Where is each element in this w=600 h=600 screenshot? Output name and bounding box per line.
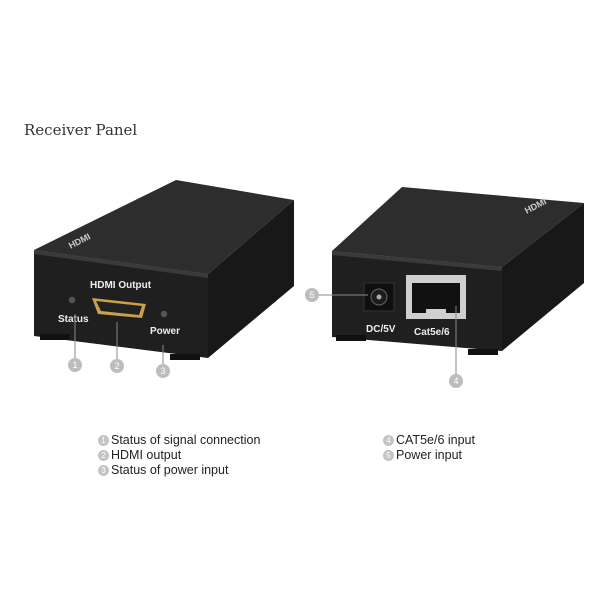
legend-text: CAT5e/6 input [396, 433, 475, 447]
legend-item: 2 HDMI output [98, 448, 260, 463]
cat5e-label: Cat5e/6 [414, 327, 450, 338]
receiver-rear-device: DC/5V Cat5e/6 HDMI [330, 183, 588, 363]
page-title: Receiver Panel [24, 121, 138, 139]
callout-4: 4 [449, 374, 463, 388]
legend-text: Status of power input [111, 463, 229, 477]
receiver-front-device: HDMI Output Status Power HDMI [30, 178, 300, 363]
dc-5v-label: DC/5V [366, 324, 396, 335]
legend-text: HDMI output [111, 448, 182, 462]
legend-text: Status of signal connection [111, 433, 261, 447]
legend-number: 1 [98, 435, 109, 446]
legend-number: 3 [98, 465, 109, 476]
hdmi-output-label: HDMI Output [90, 280, 152, 291]
callout-2: 2 [110, 359, 124, 373]
legend-number: 2 [98, 450, 109, 461]
legend-number: 5 [383, 450, 394, 461]
legend-item: 4 CAT5e/6 input [383, 433, 475, 448]
legend-left: 1 Status of signal connection 2 HDMI out… [98, 433, 260, 478]
status-label: Status [58, 314, 89, 325]
legend-number: 4 [383, 435, 394, 446]
callout-1: 1 [68, 358, 82, 372]
legend-item: 5 Power input [383, 448, 475, 463]
legend-right: 4 CAT5e/6 input 5 Power input [383, 433, 475, 463]
legend-item: 1 Status of signal connection [98, 433, 260, 448]
callout-5: 5 [305, 288, 319, 302]
legend-item: 3 Status of power input [98, 463, 260, 478]
callout-3: 3 [156, 364, 170, 378]
power-label: Power [150, 326, 181, 337]
legend-text: Power input [396, 448, 463, 462]
